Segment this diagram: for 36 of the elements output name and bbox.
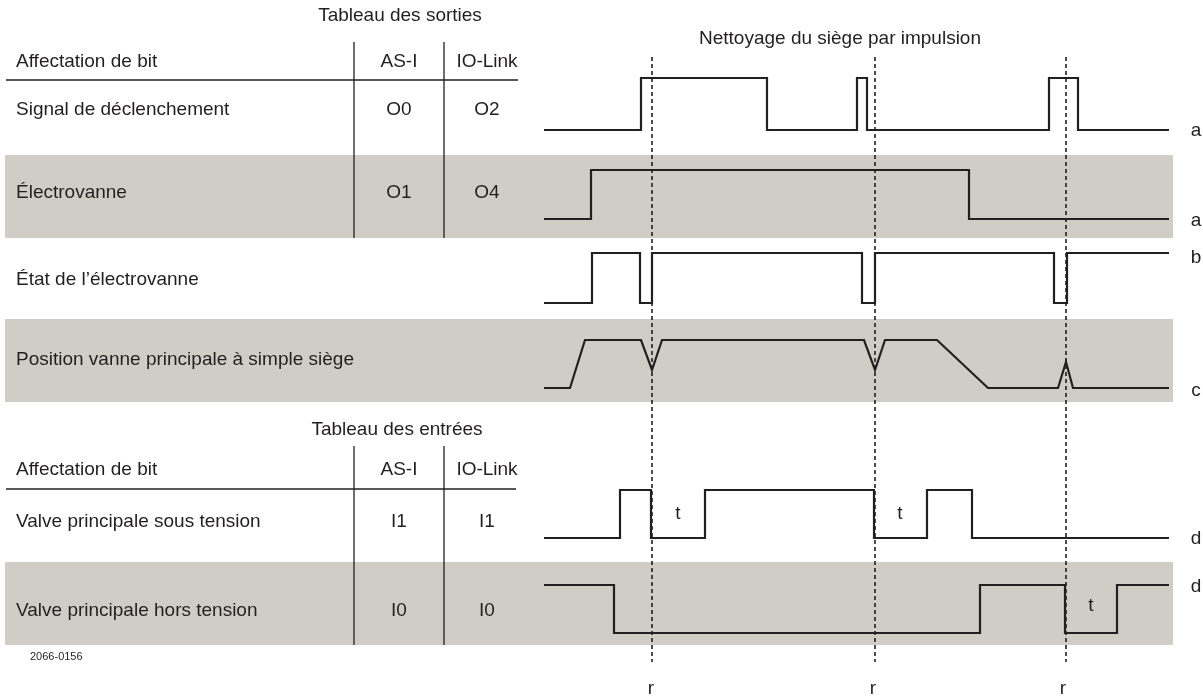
bit-address: O2 <box>474 97 500 120</box>
column-header: AS-I <box>380 457 418 480</box>
signal-label: a <box>1190 208 1202 231</box>
bit-address: I0 <box>479 598 495 621</box>
chart-title: Nettoyage du siège par impulsion <box>699 26 981 49</box>
column-header: Affectation de bit <box>16 457 158 480</box>
delay-label: t <box>897 501 903 524</box>
signal-label: a <box>1190 118 1202 141</box>
delay-label: t <box>675 501 681 524</box>
row-label: Position vanne principale à simple siège <box>16 347 354 370</box>
bit-address: I0 <box>391 598 407 621</box>
column-header: IO-Link <box>456 457 518 480</box>
table-title: Tableau des entrées <box>311 417 483 440</box>
row-label: Électrovanne <box>16 180 127 203</box>
bit-address: O1 <box>386 180 412 203</box>
bit-address: I1 <box>391 509 407 532</box>
figure-number: 2066-0156 <box>30 650 83 664</box>
signal-label: c <box>1191 378 1201 401</box>
column-header: Affectation de bit <box>16 49 158 72</box>
reset-marker-label: r <box>869 676 877 696</box>
reset-marker-label: r <box>1059 676 1067 696</box>
bit-address: I1 <box>479 509 495 532</box>
table-title: Tableau des sorties <box>318 3 482 26</box>
signal-label: d <box>1190 574 1202 597</box>
reset-marker-label: r <box>647 676 655 696</box>
row-label: Valve principale sous tension <box>16 509 261 532</box>
bit-address: O0 <box>386 97 412 120</box>
delay-label: t <box>1088 593 1094 616</box>
row-label: Valve principale hors tension <box>16 598 258 621</box>
signal-label: b <box>1190 245 1202 268</box>
bit-address: O4 <box>474 180 500 203</box>
row-label: Signal de déclenchement <box>16 97 230 120</box>
row-label: État de l’électrovanne <box>16 267 199 290</box>
column-header: IO-Link <box>456 49 518 72</box>
column-header: AS-I <box>380 49 418 72</box>
signal-label: d <box>1190 526 1202 549</box>
